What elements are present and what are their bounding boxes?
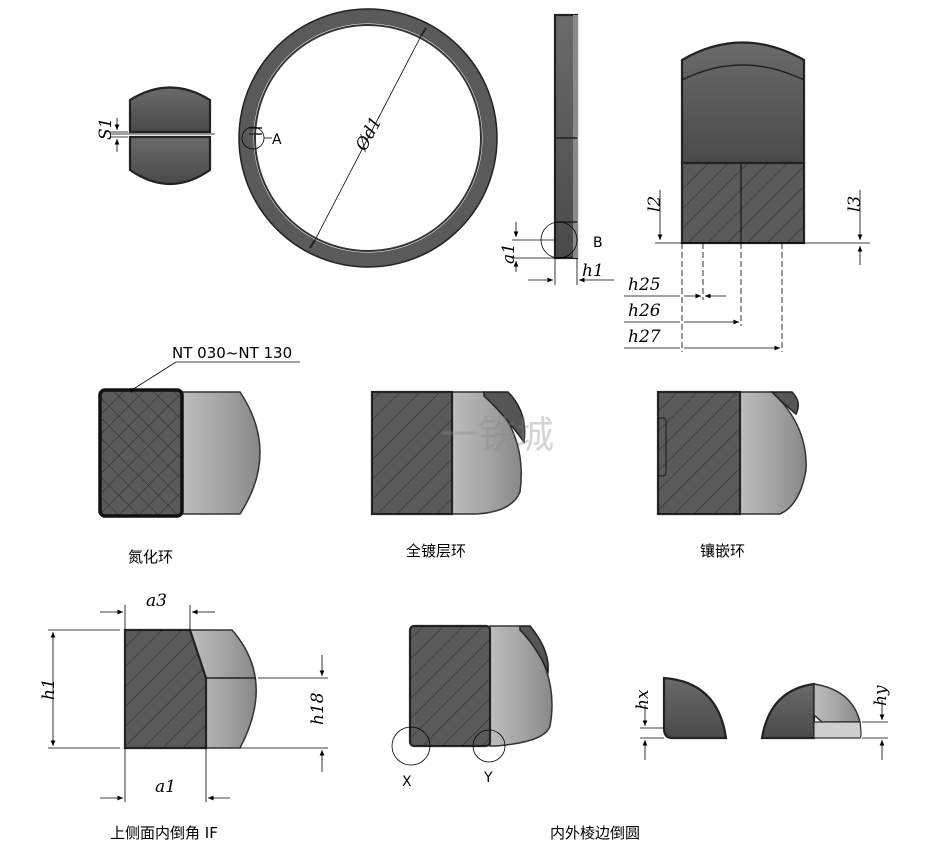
h1-left-label: h1 (39, 678, 59, 700)
top-chamfer-profile: a3 h1 h18 a1 上侧面内倒角 IF (39, 591, 328, 842)
full-plated-ring-profile: 一铁城 全镀层环 (370, 390, 554, 560)
h1-side-label: h1 (582, 261, 604, 281)
inlaid-ring-profile: 镶嵌环 (656, 390, 807, 560)
ring-top-view: A Ød1 (238, 8, 498, 268)
top-chamfer-caption: 上侧面内倒角 IF (110, 824, 218, 842)
nitrided-caption: 氮化环 (128, 548, 173, 566)
hy-label: hy (871, 685, 891, 706)
round-detail-views: hx hy (633, 676, 891, 760)
h27-label: h27 (628, 327, 661, 347)
h26-label: h26 (628, 301, 661, 321)
a3-label: a3 (146, 591, 167, 611)
l2-label: l2 (645, 196, 665, 212)
h18-label: h18 (308, 692, 328, 725)
detail-x-circle (391, 726, 431, 766)
b-point-label: B (593, 235, 603, 251)
full-plated-caption: 全镀层环 (406, 542, 466, 560)
x-point-label: X (402, 774, 412, 790)
gap-detail-view: S1 (96, 86, 215, 186)
hx-label: hx (633, 689, 653, 710)
s1-label: S1 (96, 118, 116, 140)
y-point-label: Y (483, 770, 493, 786)
edge-rounding-profile: X Y 内外棱边倒圆 (391, 624, 640, 842)
l3-label: l3 (845, 196, 865, 212)
detail-y-circle (472, 729, 506, 763)
diameter-label: Ød1 (352, 114, 387, 156)
ring-side-view: B a1 h1 (499, 13, 614, 285)
inlaid-caption: 镶嵌环 (700, 542, 745, 560)
watermark-text: 一铁城 (440, 413, 554, 457)
a1-side-label: a1 (499, 243, 519, 264)
h25-label: h25 (628, 275, 661, 295)
a-point-label: A (272, 132, 282, 148)
edge-round-caption: 内外棱边倒圆 (550, 824, 640, 842)
section-detail-b: l2 l3 h25 h26 h27 (624, 41, 870, 352)
nt-note-label: NT 030~NT 130 (172, 344, 292, 362)
nitrided-ring-profile: NT 030~NT 130 氮化环 (98, 344, 300, 566)
a1-bottom-label: a1 (155, 777, 176, 797)
